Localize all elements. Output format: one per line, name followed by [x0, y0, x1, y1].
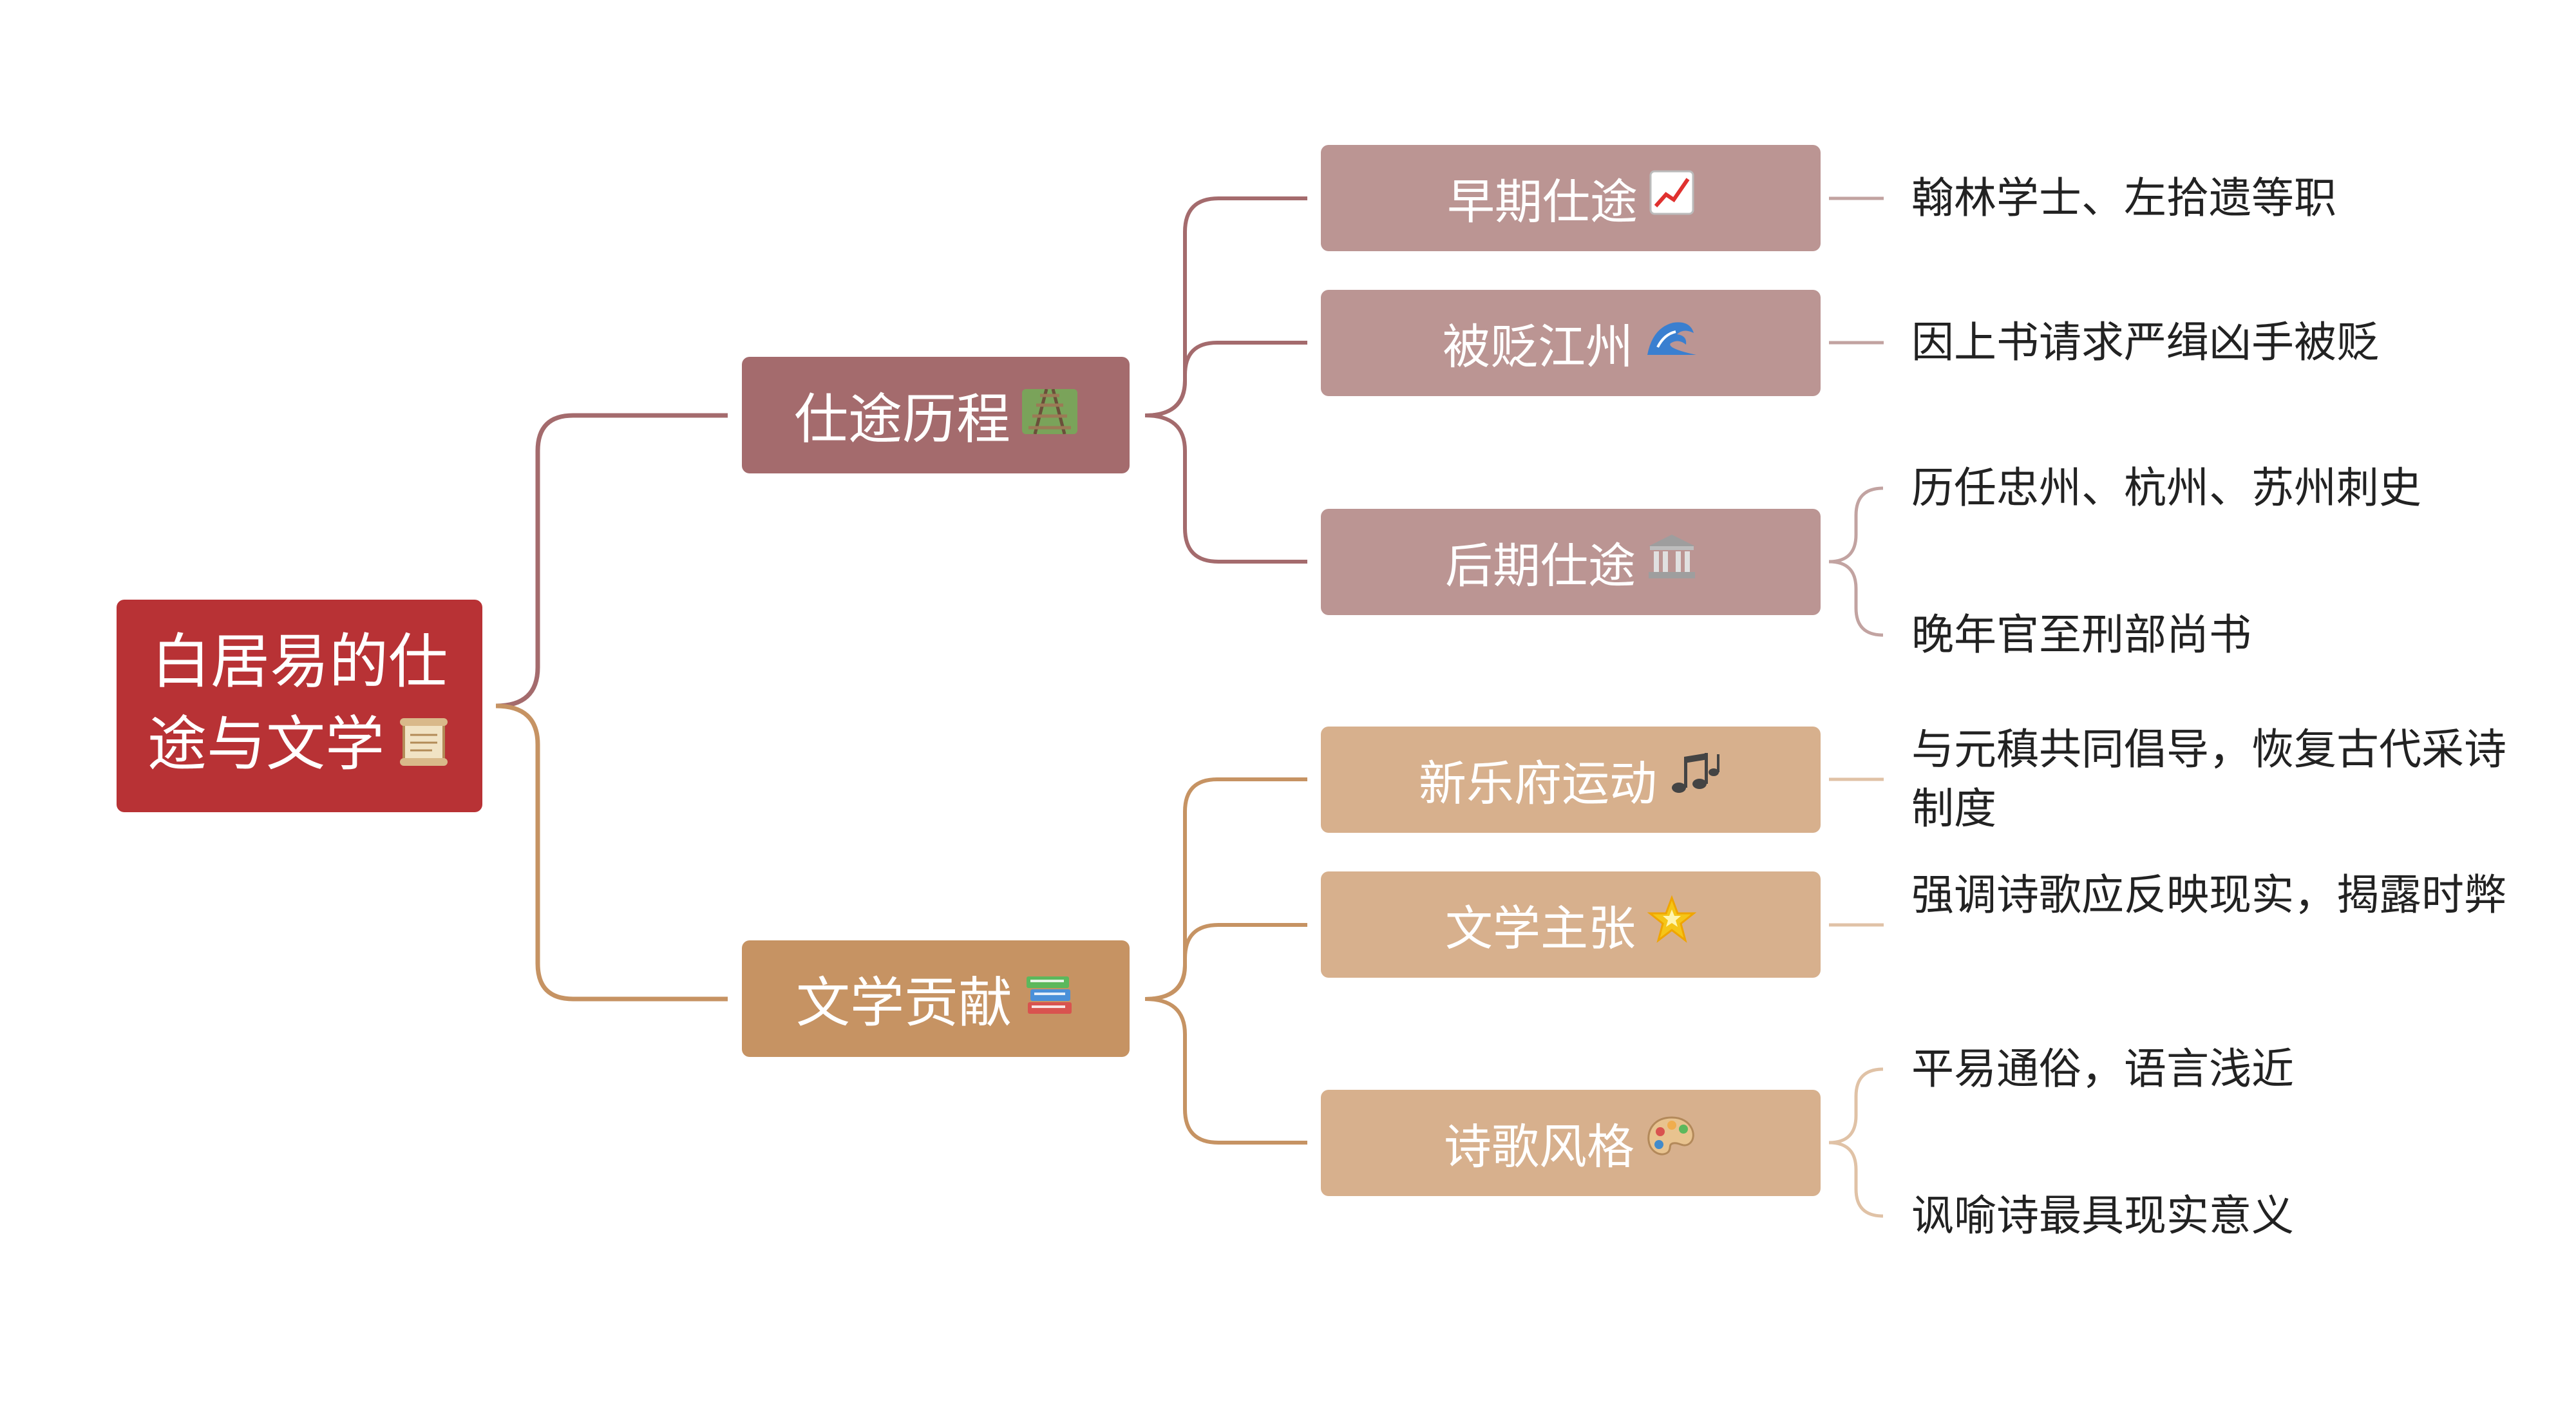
connector-career-exile: [1144, 341, 1307, 417]
subtopic-poetry-style-label: 诗歌风格: [1444, 1119, 1634, 1175]
leaf-late-career-prefect: 历任忠州、杭州、苏州刺史: [1911, 463, 2421, 513]
subtopic-early-career-label: 早期仕途: [1447, 175, 1638, 230]
leaf-poetry-style-plain: 平易通俗，语言浅近: [1911, 1044, 2294, 1094]
connector-style-leaves: [1828, 1067, 1884, 1218]
subtopic-new-yuefu-label: 新乐府运动: [1419, 756, 1657, 812]
subtopic-new-yuefu[interactable]: 新乐府运动: [1321, 727, 1821, 833]
connector-career-early: [1144, 196, 1307, 417]
classical-building-icon: [1647, 533, 1696, 591]
leaf-exile-reason: 因上书请求严缉凶手被贬: [1911, 318, 2379, 367]
wave-icon: [1645, 315, 1699, 372]
leaf-late-career-minister: 晚年官至刑部尚书: [1911, 610, 2251, 660]
subtopic-early-career[interactable]: 早期仕途: [1321, 145, 1821, 251]
chart-increasing-icon: [1649, 170, 1694, 227]
connector-root-career: [495, 413, 728, 708]
leaf-early-career-posts: 翰林学士、左拾遗等职: [1911, 173, 2336, 223]
root-title-line1: 白居易的仕: [151, 627, 448, 697]
connector-late-leaves: [1828, 486, 1884, 637]
connector-career-late: [1144, 414, 1307, 564]
railway-track-icon: [1022, 384, 1077, 447]
branch-career[interactable]: 仕途历程: [742, 357, 1130, 473]
subtopic-late-career[interactable]: 后期仕途: [1321, 509, 1821, 615]
books-icon: [1024, 967, 1075, 1031]
connector-root-literature: [495, 703, 728, 1002]
subtopic-exile-jiangzhou-label: 被贬江州: [1443, 319, 1633, 375]
branch-career-label: 仕途历程: [793, 388, 1010, 451]
subtopic-literary-thought[interactable]: 文学主张: [1321, 871, 1821, 978]
scroll-icon: [396, 708, 451, 791]
artist-palette-icon: [1646, 1115, 1698, 1172]
root-topic[interactable]: 白居易的仕 途与文学: [117, 600, 482, 812]
connector-lit-yuefu: [1144, 777, 1307, 1001]
branch-literature[interactable]: 文学贡献: [742, 940, 1130, 1057]
subtopic-late-career-label: 后期仕途: [1445, 538, 1636, 594]
subtopic-literary-thought-label: 文学主张: [1445, 901, 1636, 956]
leaf-literary-thought-description: 强调诗歌应反映现实，揭露时弊: [1911, 870, 2506, 920]
connector-lit-style: [1144, 997, 1307, 1145]
root-title-line2: 途与文学: [147, 703, 451, 790]
leaf-new-yuefu-description: 与元稹共同倡导，恢复古代采诗制度: [1911, 725, 2506, 833]
leaf-poetry-style-satire: 讽喻诗最具现实意义: [1911, 1191, 2294, 1241]
subtopic-poetry-style[interactable]: 诗歌风格: [1321, 1090, 1821, 1196]
glowing-star-icon: [1647, 895, 1697, 955]
branch-literature-label: 文学贡献: [795, 971, 1012, 1034]
musical-notes-icon: [1669, 750, 1723, 810]
connector-lit-thought: [1144, 923, 1307, 1001]
subtopic-exile-jiangzhou[interactable]: 被贬江州: [1321, 290, 1821, 396]
